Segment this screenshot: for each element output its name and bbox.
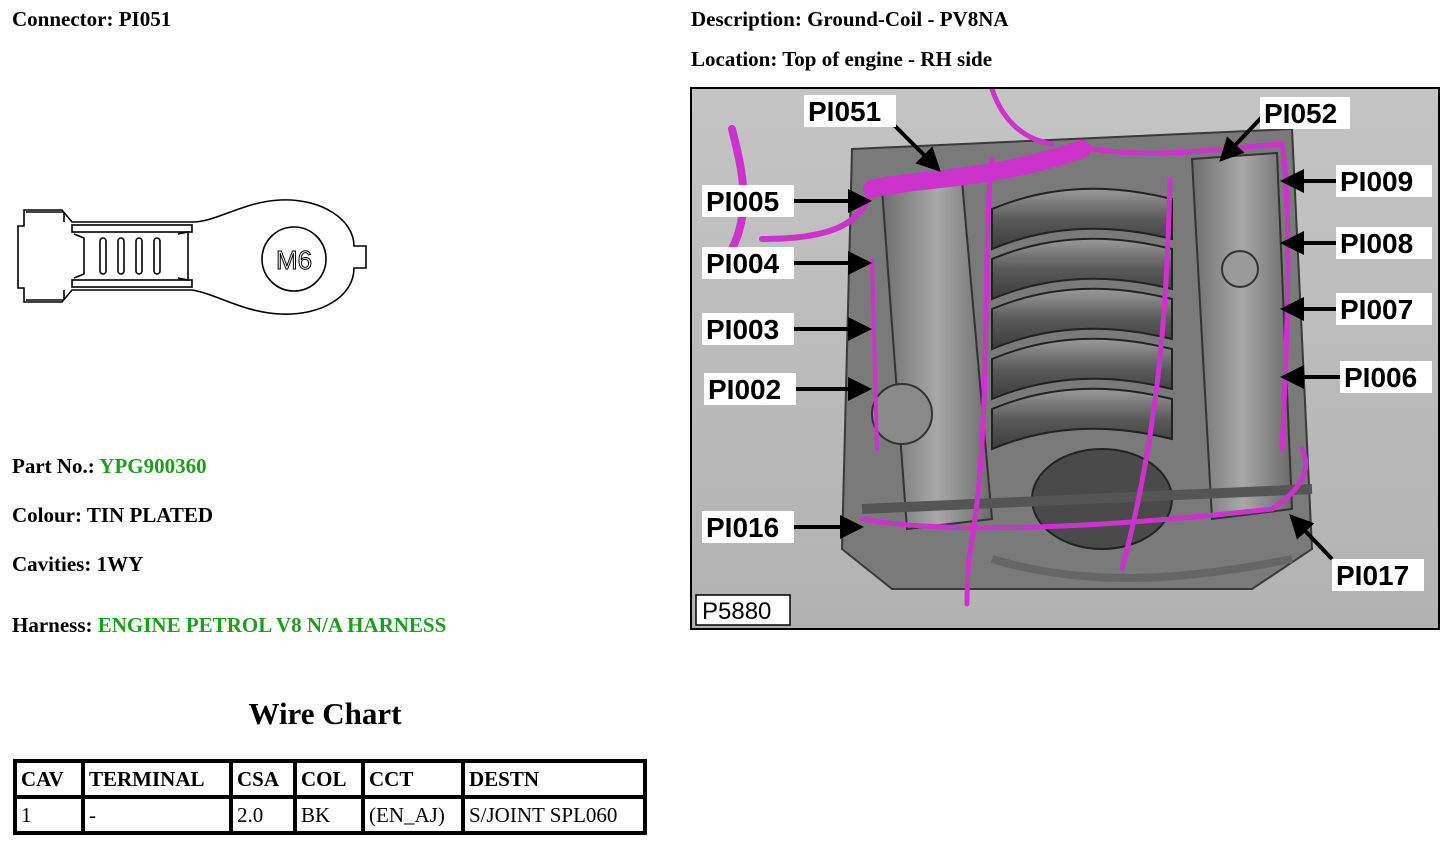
cell-destn: S/JOINT SPL060 bbox=[461, 795, 647, 835]
callout-pi017: PI017 bbox=[1336, 560, 1409, 591]
callout-pi002: PI002 bbox=[708, 374, 781, 405]
wire-chart-table: CAV TERMINAL CSA COL CCT DESTN 1 - 2.0 B… bbox=[13, 759, 647, 835]
callout-labels: PI051 PI052 PI005 PI009 PI004 PI008 PI00… bbox=[702, 95, 1432, 591]
connector-location-image: PI051 PI052 PI005 PI009 PI004 PI008 PI00… bbox=[690, 87, 1440, 630]
cavities-label: Cavities: bbox=[12, 552, 92, 576]
terminal-size-label: M6 bbox=[276, 245, 312, 275]
cavities-value: 1WY bbox=[96, 552, 144, 576]
connector-label: Connector: bbox=[12, 7, 114, 31]
part-no-link[interactable]: YPG900360 bbox=[99, 454, 207, 478]
header-col: COL bbox=[293, 759, 365, 799]
description-label: Description: bbox=[691, 7, 802, 31]
figure-reference: P5880 bbox=[702, 598, 771, 625]
callout-pi004: PI004 bbox=[706, 248, 780, 279]
cell-col: BK bbox=[293, 795, 365, 835]
cell-terminal: - bbox=[81, 795, 233, 835]
connector-field: Connector: PI051 bbox=[12, 6, 171, 32]
connector-value: PI051 bbox=[118, 7, 172, 31]
table-header-row: CAV TERMINAL CSA COL CCT DESTN bbox=[13, 759, 647, 799]
callout-pi051: PI051 bbox=[808, 96, 881, 127]
engine-illustration: PI051 PI052 PI005 PI009 PI004 PI008 PI00… bbox=[692, 89, 1438, 628]
callout-pi016: PI016 bbox=[706, 512, 779, 543]
part-no-label: Part No.: bbox=[12, 454, 95, 478]
wire-chart-title: Wire Chart bbox=[248, 696, 402, 731]
engine-block bbox=[840, 127, 1314, 590]
location-value: Top of engine - RH side bbox=[782, 47, 993, 71]
callout-arrows bbox=[792, 115, 1342, 561]
callout-pi008: PI008 bbox=[1340, 228, 1413, 259]
colour-label: Colour: bbox=[12, 503, 82, 527]
colour-field: Colour: TIN PLATED bbox=[12, 502, 213, 528]
callout-pi003: PI003 bbox=[706, 314, 779, 345]
cell-cct: (EN_AJ) bbox=[361, 795, 465, 835]
callout-pi007: PI007 bbox=[1340, 294, 1413, 325]
description-field: Description: Ground-Coil - PV8NA bbox=[691, 6, 1009, 32]
header-destn: DESTN bbox=[461, 759, 647, 799]
harness-label: Harness: bbox=[12, 613, 93, 637]
colour-value: TIN PLATED bbox=[86, 503, 214, 527]
cavities-field: Cavities: 1WY bbox=[12, 551, 143, 577]
header-cct: CCT bbox=[361, 759, 465, 799]
location-label: Location: bbox=[691, 47, 778, 71]
header-csa: CSA bbox=[229, 759, 297, 799]
callout-pi006: PI006 bbox=[1344, 362, 1417, 393]
table-row: 1 - 2.0 BK (EN_AJ) S/JOINT SPL060 bbox=[13, 795, 647, 835]
callout-pi009: PI009 bbox=[1340, 166, 1413, 197]
cell-csa: 2.0 bbox=[229, 795, 297, 835]
part-no-field: Part No.: YPG900360 bbox=[12, 453, 207, 479]
harness-link[interactable]: ENGINE PETROL V8 N/A HARNESS bbox=[97, 613, 447, 637]
callout-pi052: PI052 bbox=[1264, 98, 1337, 129]
header-cav: CAV bbox=[13, 759, 85, 799]
harness-field: Harness: ENGINE PETROL V8 N/A HARNESS bbox=[12, 612, 446, 638]
description-value: Ground-Coil - PV8NA bbox=[807, 7, 1009, 31]
header-terminal: TERMINAL bbox=[81, 759, 233, 799]
location-field: Location: Top of engine - RH side bbox=[691, 46, 992, 72]
cell-cav: 1 bbox=[13, 795, 85, 835]
callout-pi005: PI005 bbox=[706, 186, 779, 217]
terminal-drawing: M6 bbox=[17, 199, 367, 315]
